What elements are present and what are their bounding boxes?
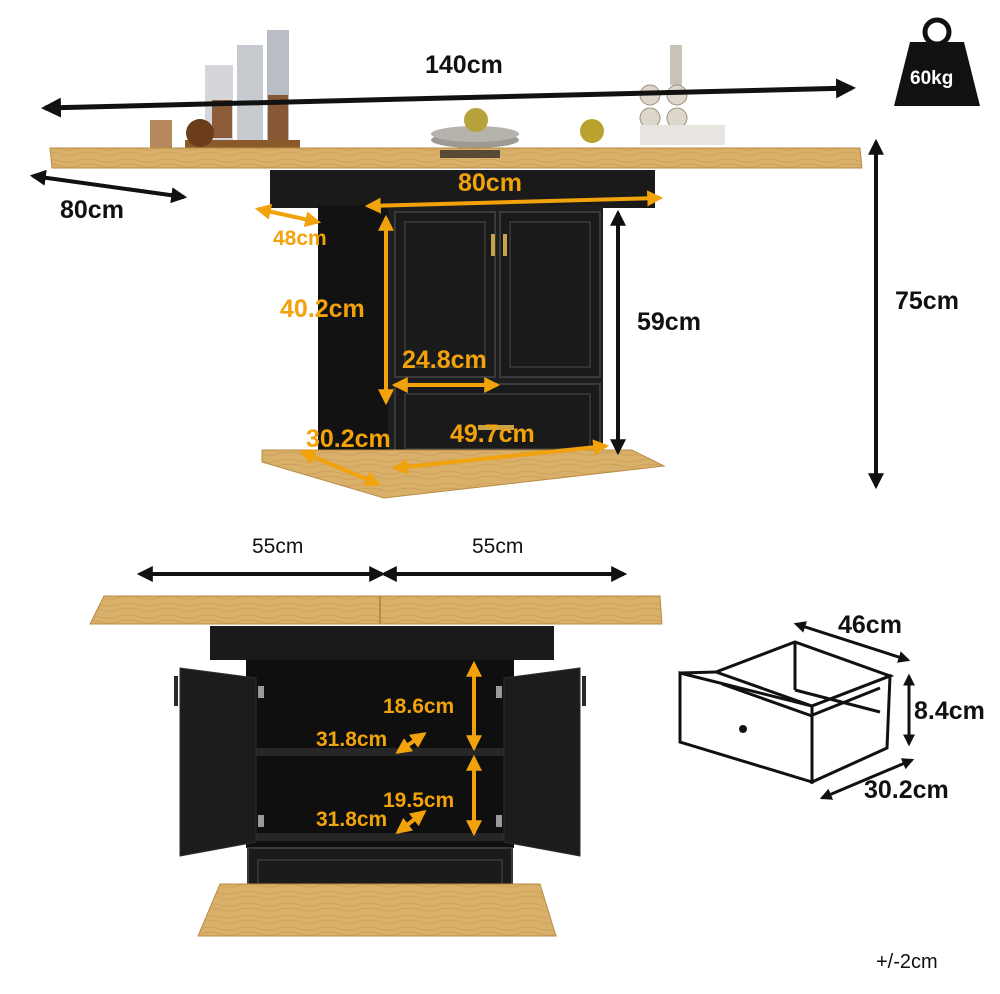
label-base-depth: 30.2cm — [306, 425, 391, 453]
tolerance-note: +/-2cm — [876, 951, 938, 973]
label-total-height: 75cm — [895, 287, 959, 315]
label-right-leaf: 55cm — [472, 535, 523, 558]
open-door-left — [179, 667, 257, 857]
cabinet-side — [318, 205, 390, 462]
island-front-open-view: 55cm 55cm 18.6cm 31.8cm 19.5cm 31 — [89, 535, 663, 937]
label-upper-shelf-depth: 31.8cm — [316, 728, 387, 751]
label-door-height: 40.2cm — [280, 295, 365, 323]
drawer-diagram — [678, 621, 915, 800]
weight-icon: 60kg — [894, 17, 980, 106]
drawer-finger-hole — [739, 725, 747, 733]
dim-line-cabinet-depth — [254, 203, 322, 228]
label-lower-shelf-depth: 31.8cm — [316, 808, 387, 831]
dim-line-drawer-width — [391, 439, 610, 475]
label-total-length: 140cm — [425, 51, 503, 79]
dim-line-drawer-depth — [819, 758, 915, 800]
label-upper-shelf-height: 18.6cm — [383, 695, 454, 718]
drawer-handle — [478, 425, 514, 430]
dim-line-depth — [29, 169, 188, 204]
label-cabinet-width: 80cm — [458, 169, 522, 197]
label-depth: 80cm — [60, 196, 124, 224]
table-top-front — [89, 595, 663, 625]
right-door — [499, 211, 601, 378]
weight-label: 60kg — [910, 68, 953, 89]
dim-line-total-length — [41, 78, 856, 118]
label-drawer-height: 8.4cm — [914, 697, 985, 725]
island-table-top-view: 140cm 80cm 80cm 48cm 40.2cm 59cm 75cm 24… — [29, 30, 959, 499]
upper-shelf — [256, 748, 504, 756]
plates-with-pears — [431, 108, 604, 148]
dim-line-lower-shelf-depth — [395, 810, 427, 834]
door-handle-left — [491, 234, 495, 256]
base-plinth-front — [197, 883, 557, 937]
label-lower-shelf-height: 19.5cm — [383, 789, 454, 812]
dim-line-upper-shelf-depth — [395, 732, 427, 754]
base-plinth — [261, 449, 666, 499]
dim-line-cabinet-width — [364, 190, 664, 214]
dim-line-base-depth — [299, 449, 381, 487]
label-drawer-depth: 30.2cm — [864, 776, 949, 804]
label-drawer-width: 46cm — [838, 611, 902, 639]
lower-shelf — [256, 833, 504, 841]
door-handle-right — [503, 234, 507, 256]
label-door-width: 24.8cm — [402, 346, 487, 374]
label-left-leaf: 55cm — [252, 535, 303, 558]
open-door-right — [503, 667, 581, 857]
decanter-set — [150, 30, 300, 154]
label-cabinet-depth: 48cm — [273, 227, 327, 250]
dim-line-drawer-width — [793, 621, 911, 663]
label-drawer-width: 49.7cm — [450, 420, 535, 448]
label-cabinet-height: 59cm — [637, 308, 701, 336]
